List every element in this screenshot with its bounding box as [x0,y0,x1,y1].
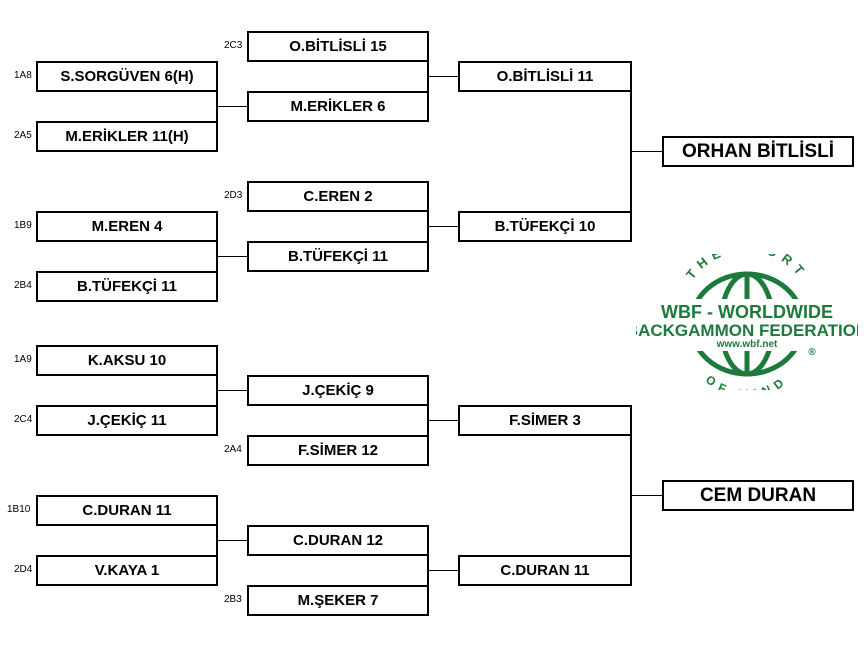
seed-label: 2C3 [224,40,243,51]
seed-label: 2D3 [224,190,243,201]
match-entry: M.ERİKLER 6 [247,91,429,122]
bracket-connector [427,390,429,452]
svg-text:www.wbf.net: www.wbf.net [716,339,778,350]
bracket-connector [216,256,248,257]
seed-label: 2B3 [224,594,242,605]
seed-label: 1A9 [14,354,32,365]
bracket-connector [427,226,459,227]
match-entry: B.TÜFEKÇİ 11 [247,241,429,272]
bracket-connector [216,226,218,288]
bracket-connector [216,360,218,422]
bracket-connector [427,196,429,258]
svg-text:WBF - WORLDWIDE: WBF - WORLDWIDE [661,302,833,322]
match-entry: M.EREN 4 [36,211,218,242]
match-entry: J.ÇEKİÇ 9 [247,375,429,406]
match-entry: O.BİTLİSLİ 15 [247,31,429,62]
seed-label: 2D4 [14,564,33,575]
bracket-connector [427,420,459,421]
bracket-connector [427,540,429,602]
seed-label: 2A5 [14,130,32,141]
seed-label: 2A4 [224,444,242,455]
match-entry: O.BİTLİSLİ 11 [458,61,632,92]
seed-label: 2C4 [14,414,33,425]
bracket-connector [216,540,248,541]
finalist-entry: ORHAN BİTLİSLİ [662,136,854,167]
match-entry: S.SORGÜVEN 6(H) [36,61,218,92]
bracket-connector [427,46,429,108]
match-entry: F.SİMER 3 [458,405,632,436]
match-entry: F.SİMER 12 [247,435,429,466]
bracket-connector [427,570,459,571]
match-entry: C.DURAN 12 [247,525,429,556]
bracket-connector [216,390,248,391]
bracket-connector [630,495,663,496]
match-entry: M.ŞEKER 7 [247,585,429,616]
match-entry: K.AKSU 10 [36,345,218,376]
seed-label: 1B9 [14,220,32,231]
bracket-connector [216,106,248,107]
bracket-connector [216,76,218,138]
match-entry: V.KAYA 1 [36,555,218,586]
bracket-connector [216,510,218,572]
finalist-entry: CEM DURAN [662,480,854,511]
bracket-connector [630,151,663,152]
match-entry: C.EREN 2 [247,181,429,212]
match-entry: J.ÇEKİÇ 11 [36,405,218,436]
seed-label: 1B10 [7,504,31,515]
match-entry: M.ERİKLER 11(H) [36,121,218,152]
match-entry: C.DURAN 11 [458,555,632,586]
match-entry: B.TÜFEKÇİ 10 [458,211,632,242]
seed-label: 1A8 [14,70,32,81]
svg-text:BACKGAMMON FEDERATION: BACKGAMMON FEDERATION [636,321,858,340]
match-entry: B.TÜFEKÇİ 11 [36,271,218,302]
match-entry: C.DURAN 11 [36,495,218,526]
wbf-logo: THE SPORT OF MIND WBF - WORLDWIDE BACKGA… [636,254,858,390]
bracket-connector [427,76,459,77]
svg-text:®: ® [808,347,816,358]
seed-label: 2B4 [14,280,32,291]
